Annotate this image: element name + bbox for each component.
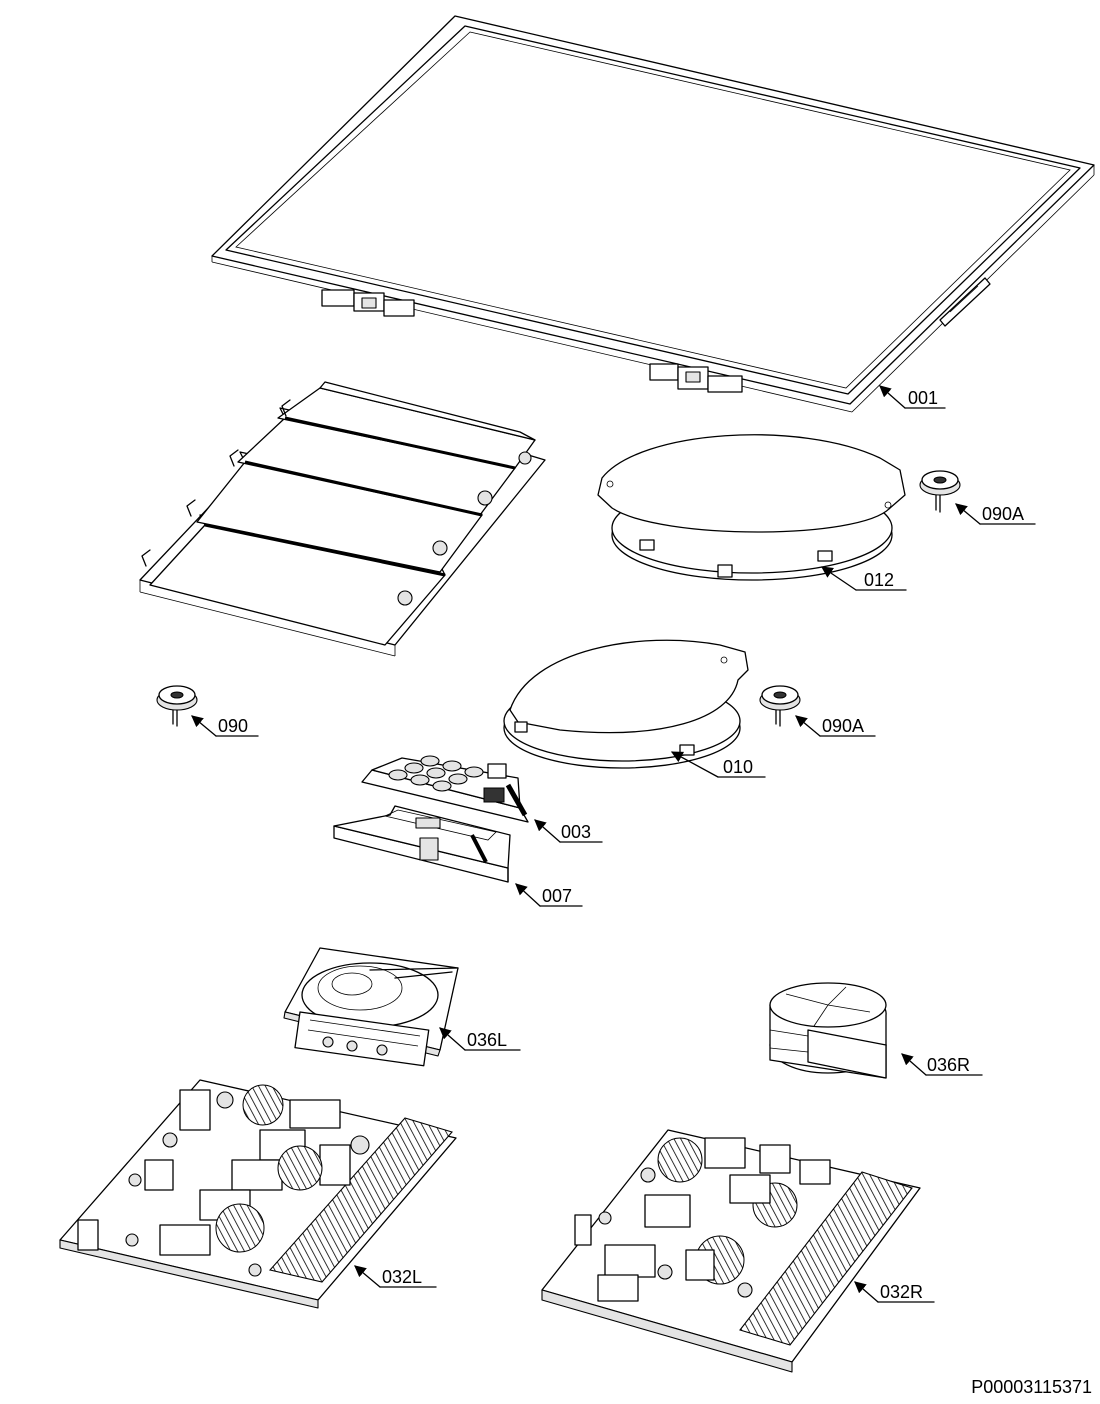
svg-text:090: 090 — [218, 716, 248, 736]
coil-tray-assembly — [139, 381, 546, 657]
power-board-left-components — [77, 1084, 370, 1277]
callout-003: 003 — [534, 819, 603, 843]
control-board-housing-part — [333, 805, 511, 883]
callout-032L: 032L — [354, 1265, 437, 1288]
svg-text:012: 012 — [864, 570, 894, 590]
callout-010: 010 — [670, 751, 766, 778]
callout-090: 090 — [191, 715, 259, 737]
svg-text:036R: 036R — [927, 1055, 970, 1075]
induction-coil-part — [503, 639, 749, 769]
fan-right-part — [769, 982, 887, 1079]
callout-090A-mid: 090A — [795, 715, 876, 737]
callout-012: 012 — [821, 566, 907, 591]
frame-clip-left — [321, 289, 415, 317]
power-board-left-part — [59, 1079, 457, 1309]
svg-text:032R: 032R — [880, 1282, 923, 1302]
glass-top-frame-part — [211, 15, 1095, 413]
large-induction-coil-part — [597, 434, 906, 581]
svg-text:090A: 090A — [822, 716, 864, 736]
power-board-right-components — [574, 1137, 831, 1302]
callout-007: 007 — [515, 883, 583, 907]
temperature-sensor-090A-top — [919, 470, 961, 513]
svg-text:007: 007 — [542, 886, 572, 906]
callout-032R: 032R — [854, 1281, 935, 1303]
callout-090A-top: 090A — [955, 503, 1036, 525]
svg-text:090A: 090A — [982, 504, 1024, 524]
callout-036R: 036R — [901, 1053, 983, 1076]
temperature-sensor-090 — [156, 685, 198, 727]
frame-clip-right — [649, 363, 743, 393]
svg-text:001: 001 — [908, 388, 938, 408]
frame-clip-side — [939, 277, 991, 327]
fan-left-part — [283, 947, 459, 1067]
control-board-part — [361, 755, 529, 823]
document-reference-number: P00003115371 — [971, 1377, 1092, 1397]
power-board-right-part — [541, 1129, 921, 1373]
temperature-sensor-090A-mid — [759, 685, 801, 727]
svg-text:036L: 036L — [467, 1030, 507, 1050]
callout-036L: 036L — [439, 1027, 521, 1051]
control-board-buttons — [388, 755, 484, 792]
callout-001: 001 — [879, 385, 946, 409]
svg-text:010: 010 — [723, 757, 753, 777]
svg-text:032L: 032L — [382, 1267, 422, 1287]
svg-text:003: 003 — [561, 822, 591, 842]
